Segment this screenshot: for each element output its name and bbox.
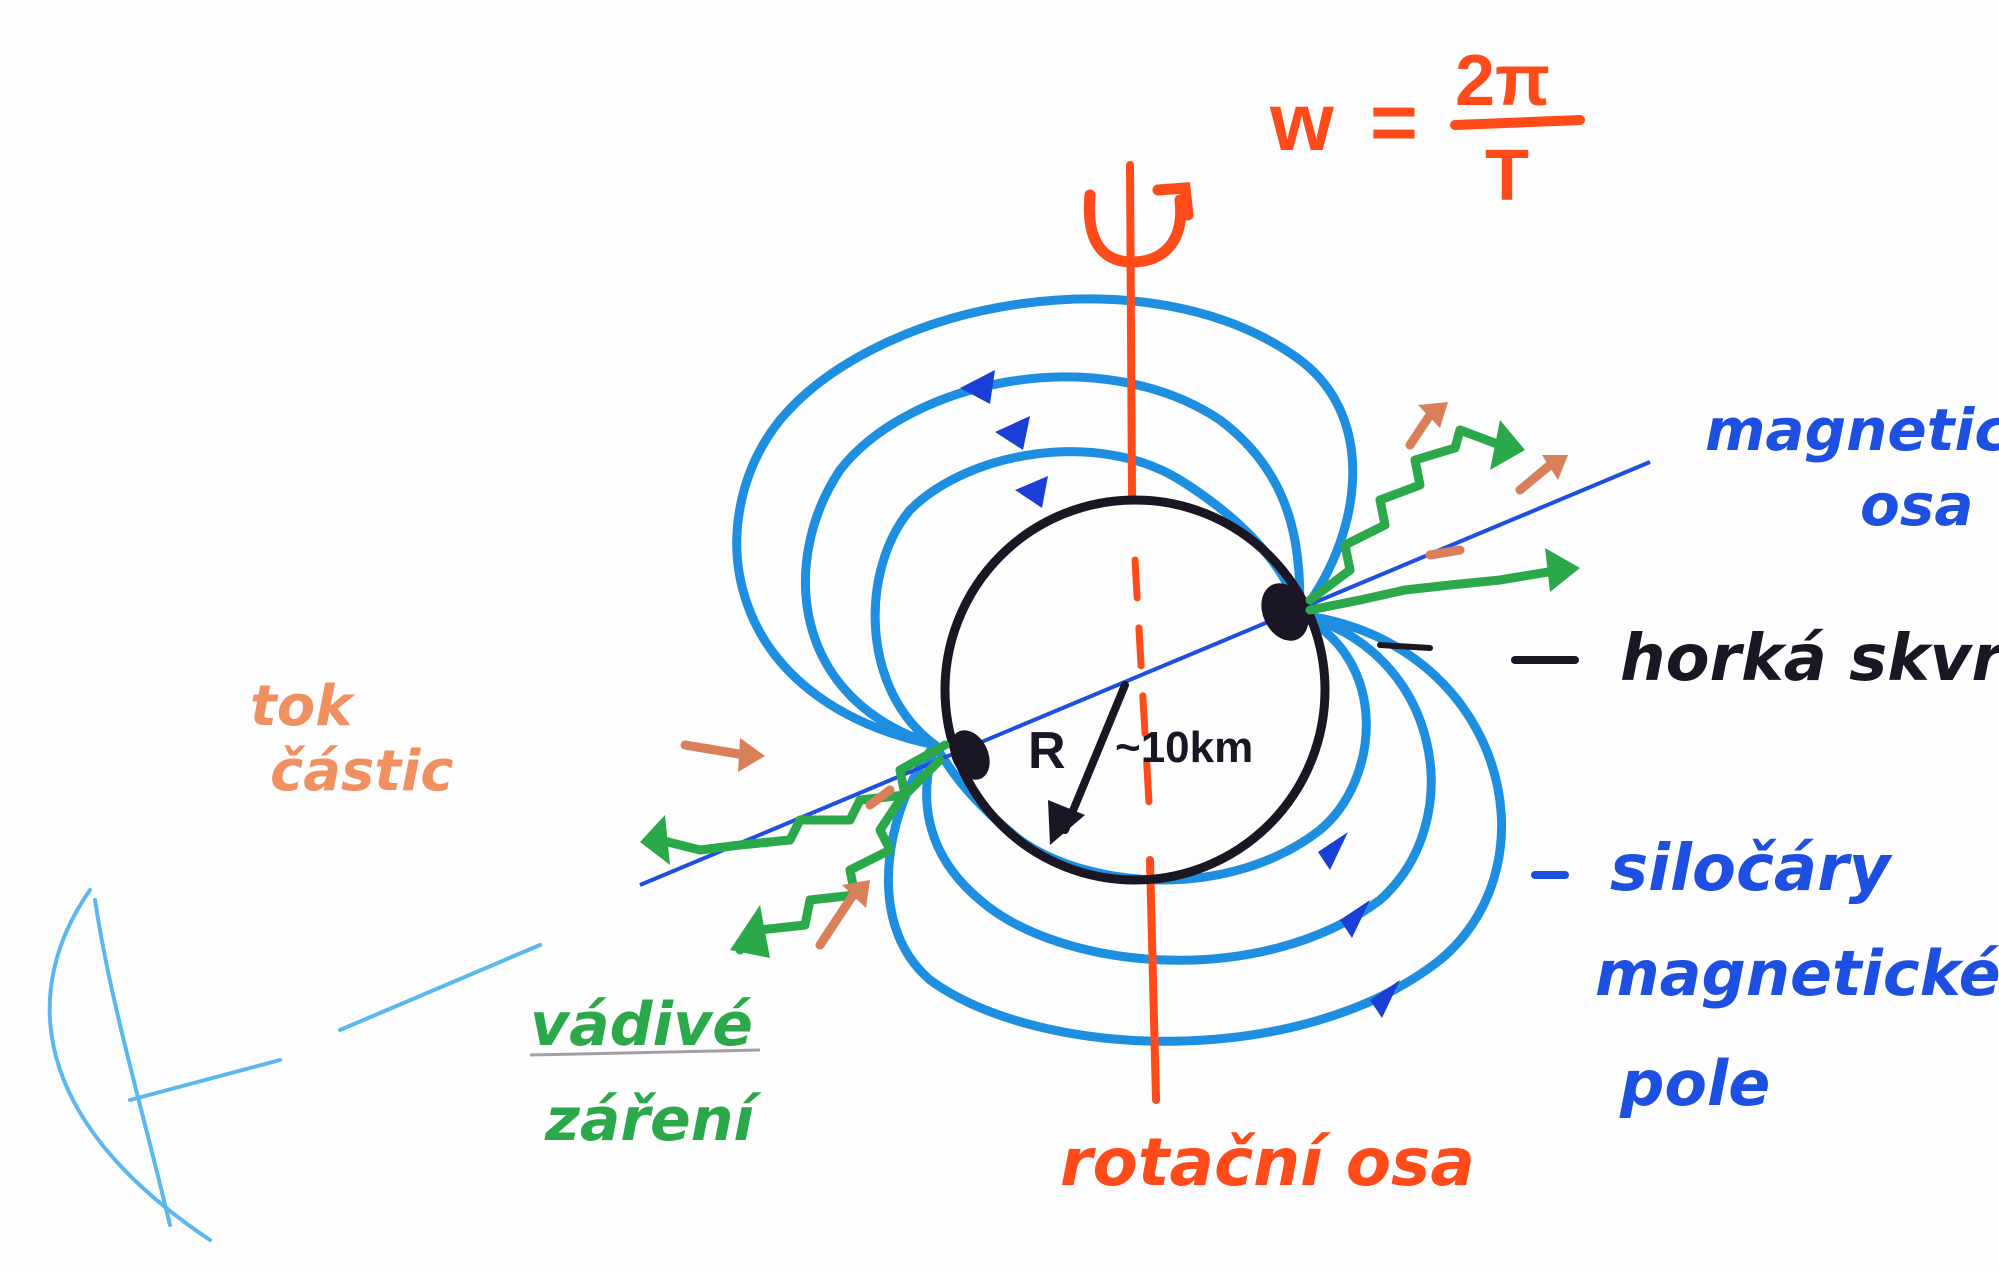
radiation-arrowhead-icon (640, 815, 670, 865)
field-lines-label-line1: siločáry (1610, 832, 1893, 906)
angular-velocity-formula: w = 2π T (1269, 41, 1585, 216)
radiation-arrowheads (640, 420, 1580, 958)
field-line-upper-outer (732, 294, 1358, 750)
field-arrow-icon (1370, 980, 1400, 1018)
field-lines-label-line2: magnetického (1595, 937, 1999, 1010)
hot-spot-left (950, 730, 990, 780)
rotation-axis (1126, 161, 1160, 1104)
field-arrow-icon (995, 416, 1030, 450)
radiation-label-line1: vádivé (530, 990, 753, 1060)
rotation-axis-inner-dashed (1131, 556, 1154, 824)
field-lines (732, 294, 1506, 1046)
rotation-axis-bottom (1146, 856, 1160, 1104)
magnetic-axis-label-line1: magnetická (1705, 396, 1999, 464)
field-line-lower-outer (883, 610, 1506, 1046)
radiation-arrowhead-icon (1490, 420, 1525, 470)
radiation-arrowhead-icon (1545, 548, 1580, 592)
field-arrow-icon (1318, 832, 1348, 870)
radiation-wave-right-upper (1305, 425, 1505, 605)
omega-symbol: w (1269, 77, 1334, 168)
rotation-axis-label: rotační osa (1060, 1124, 1475, 1201)
particle-arrowhead-icon (1418, 402, 1448, 428)
field-line-lower-middle (922, 610, 1436, 965)
field-arrow-icon (1340, 900, 1370, 938)
radius-letter-label: R (1028, 722, 1066, 780)
star-body (940, 495, 1330, 885)
particles-label-line1: tok (250, 674, 356, 739)
formula-denominator: T (1485, 136, 1529, 216)
hot-spot-label: horká skvrna (1620, 622, 1999, 696)
particles-label-line2: částic (270, 739, 453, 804)
telescope-icon (47, 888, 542, 1242)
particle-arrowhead-icon (738, 738, 765, 772)
field-line-upper-inner (870, 447, 1305, 750)
field-arrow-icon (1015, 476, 1048, 508)
magnetic-axis-line (639, 460, 1651, 887)
neutron-star (940, 495, 1330, 885)
formula-numerator: 2π (1455, 41, 1550, 121)
radius-arrowhead-icon (1048, 800, 1085, 845)
particle-arrows (680, 402, 1568, 950)
particle-arrowhead-icon (842, 880, 870, 908)
radius-value-label: ~10km (1115, 723, 1253, 772)
field-line-upper-middle (800, 372, 1305, 750)
rotation-arrow-icon (1083, 182, 1194, 268)
equals-sign: = (1370, 77, 1418, 168)
radiation-wave-left-upper (655, 740, 950, 855)
radiation-wave-left-lower (735, 755, 945, 955)
radius-line (1061, 681, 1129, 834)
radiation-beams (655, 425, 1565, 955)
radiation-label-underline (529, 1048, 761, 1057)
radiation-arrowhead-icon (730, 905, 770, 958)
rotation-axis-top (1126, 161, 1136, 504)
fraction-bar (1450, 115, 1585, 130)
radiation-wave-right-lower (1305, 565, 1565, 615)
magnetic-axis-label-line2: osa (1860, 471, 1974, 539)
field-lines-label-line3: pole (1619, 1047, 1770, 1120)
radiation-label-line2: záření (544, 1085, 762, 1155)
hot-spot-right (1261, 583, 1309, 641)
particle-arrowhead-icon (1542, 455, 1568, 480)
field-direction-arrows (960, 370, 1400, 1018)
field-arrow-icon (960, 370, 995, 404)
hot-spot-pointer-dash (1377, 642, 1433, 651)
